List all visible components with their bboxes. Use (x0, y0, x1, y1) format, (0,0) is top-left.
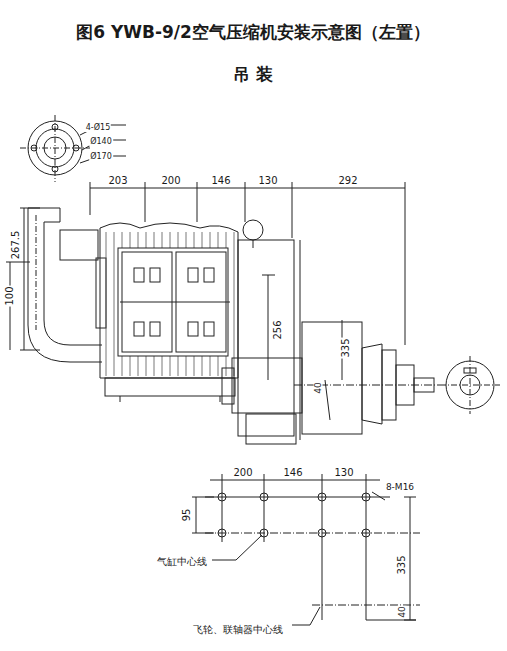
diameter: Ø170 (89, 153, 113, 161)
cooling-fin (234, 232, 235, 376)
hole-spec: 8-M16 (385, 483, 415, 492)
dimension: 146 (282, 468, 303, 478)
cylinder-block (96, 223, 238, 402)
flywheel (294, 322, 440, 434)
subtitle: 吊 装 (232, 66, 274, 83)
dimension: 130 (333, 468, 354, 478)
dimension: 335 (397, 554, 407, 575)
inlet-flange (20, 115, 126, 182)
dimension: 40 (314, 381, 323, 394)
dimension: 267.5 (11, 230, 21, 261)
inlet-pipe (28, 208, 102, 362)
crankcase (222, 220, 302, 444)
coupling-flange (440, 356, 500, 414)
dimension: 40 (398, 605, 407, 618)
dimension: 130 (257, 176, 278, 186)
centerline-label: 飞轮、联轴器中心线 (192, 625, 284, 635)
dimension: 292 (337, 176, 358, 186)
foundation-plan (192, 474, 420, 625)
dimension-lines (6, 182, 405, 420)
dimension: 335 (341, 337, 351, 358)
centerline-label: 气缸中心线 (156, 557, 208, 567)
dimension: 256 (273, 319, 283, 340)
dimension: 95 (182, 508, 192, 523)
dimension: 200 (160, 176, 181, 186)
hole-spec: 4-Ø15 (85, 124, 111, 132)
cooling-fin (106, 232, 107, 376)
dimension: 203 (107, 176, 128, 186)
dimension: 146 (210, 176, 231, 186)
diameter: Ø140 (89, 138, 113, 146)
cooling-fin (114, 232, 115, 376)
dimension: 100 (5, 285, 15, 306)
coupling (362, 344, 434, 424)
dimension: 200 (232, 468, 253, 478)
title: 图6 YWB-9/2空气压缩机安装示意图（左置） (76, 24, 430, 41)
